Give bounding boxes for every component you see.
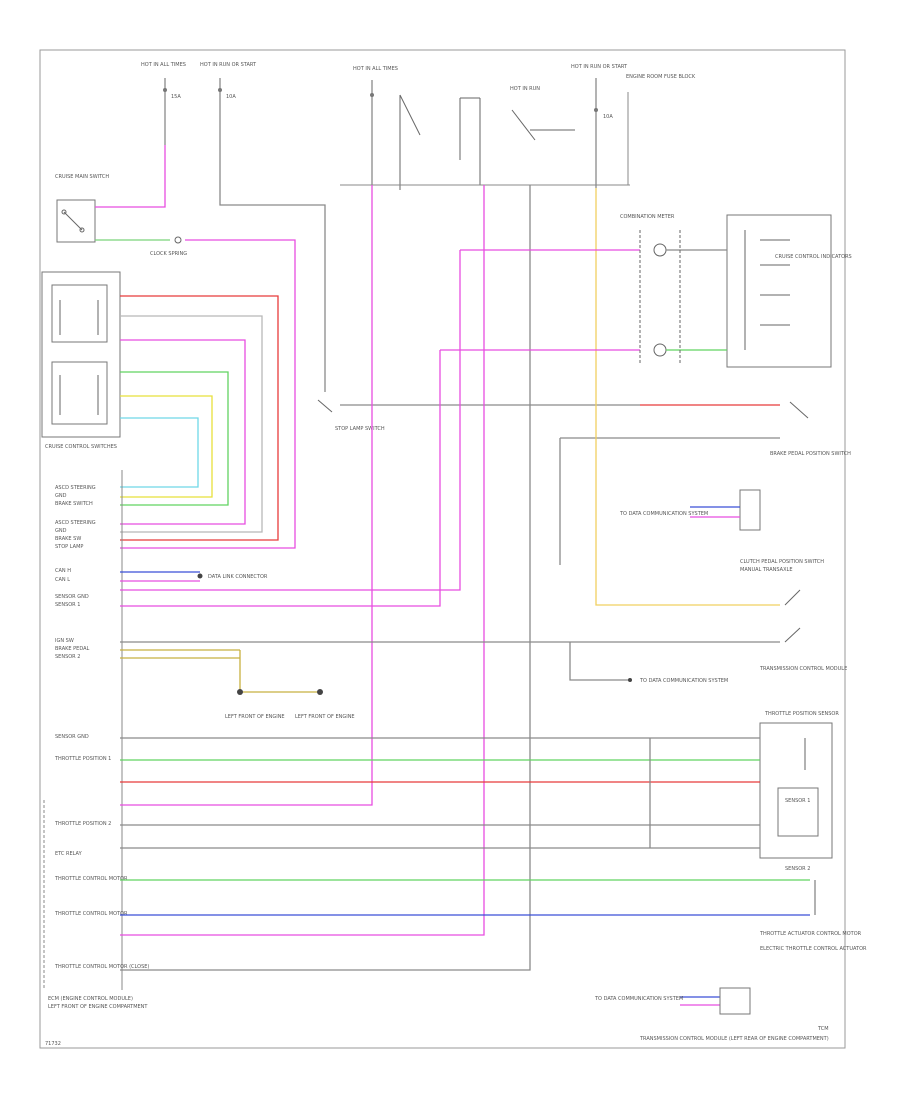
indicator-lamp-1-icon: [653, 243, 667, 257]
fuse-4-source: HOT IN RUN: [510, 86, 540, 92]
tcm-bottom-label: TCM: [817, 1026, 829, 1032]
sensor-1-label: SENSOR 1: [785, 798, 810, 804]
fuse-2-rating: 10A: [226, 94, 236, 100]
clutch-switch-sublabel: MANUAL TRANSAXLE: [740, 567, 792, 573]
ecm-pin-17: ETC RELAY: [55, 851, 83, 857]
steering-switches-label: CRUISE CONTROL SWITCHES: [45, 444, 117, 450]
ecm-pin-19: THROTTLE CONTROL MOTOR: [54, 911, 128, 917]
diagram-frame: [39, 49, 846, 1049]
ecm-pin-12: BRAKE PEDAL: [55, 646, 90, 652]
data-link-label: DATA LINK CONNECTOR: [208, 574, 268, 580]
ecm-pin-10: SENSOR 1: [55, 602, 80, 608]
ecm-pin-2: BRAKE SWITCH: [55, 501, 93, 507]
throttle-actuator-label: THROTTLE ACTUATOR CONTROL MOTOR: [759, 931, 862, 937]
cruise-indicators-label: CRUISE CONTROL INDICATORS: [775, 254, 852, 260]
cruise-main-switch: CRUISE MAIN SWITCH: [55, 174, 109, 243]
ecm-pin-5: BRAKE SW: [55, 536, 81, 542]
brake-pedal-switch-label: BRAKE PEDAL POSITION SWITCH: [770, 451, 851, 457]
ecm-pin-15: THROTTLE POSITION 1: [54, 756, 111, 762]
ecm-pin-9: SENSOR GND: [55, 594, 89, 600]
fuse-block-note: ENGINE ROOM FUSE BLOCK: [626, 74, 696, 80]
fuse-1-source: HOT IN ALL TIMES: [141, 62, 186, 68]
fuse-2-source: HOT IN RUN OR START: [200, 62, 257, 68]
clutch-switch-label: CLUTCH PEDAL POSITION SWITCH: [740, 559, 824, 565]
indicator-lamp-2-icon: [653, 343, 667, 357]
to-data-comm-label: TO DATA COMMUNICATION SYSTEM: [619, 511, 708, 517]
tcm-note-label: TRANSMISSION CONTROL MODULE: [759, 666, 847, 672]
ecm-pin-20: THROTTLE CONTROL MOTOR (CLOSE): [54, 964, 149, 970]
ground-a-label: LEFT FRONT OF ENGINE: [225, 714, 285, 720]
ecm-pin-13: SENSOR 2: [55, 654, 80, 660]
clock-spring-label: CLOCK SPRING: [150, 251, 187, 257]
throttle-sensor-label: THROTTLE POSITION SENSOR: [764, 711, 839, 717]
stop-lamp-switch-label: STOP LAMP SWITCH: [335, 426, 385, 432]
ecm-pin-0: ASCD STEERING: [55, 485, 96, 491]
tcm-bottom-sublabel: TRANSMISSION CONTROL MODULE (LEFT REAR O…: [639, 1036, 829, 1042]
ecm-pin-11: IGN SW: [55, 638, 74, 644]
to-data-comm-bottom-label: TO DATA COMMUNICATION SYSTEM: [594, 996, 683, 1002]
fuse-group: HOT IN ALL TIMES 15A HOT IN RUN OR START…: [141, 62, 696, 190]
fuse-1-rating: 15A: [171, 94, 181, 100]
ecm-pin-7: CAN H: [55, 568, 71, 574]
ecm-pin-labels: ASCD STEERING GND BRAKE SWITCH ASCD STEE…: [54, 485, 149, 970]
ecm-pin-1: GND: [55, 493, 67, 499]
sensor-2-label: SENSOR 2: [785, 866, 810, 872]
footer-code: 71732: [45, 1041, 61, 1047]
ecm-sublabel: LEFT FRONT OF ENGINE COMPARTMENT: [48, 1004, 148, 1010]
fuse-5-rating: 10A: [603, 114, 613, 120]
ecm-pin-8: CAN L: [55, 577, 70, 583]
ecm-pin-14: SENSOR GND: [55, 734, 89, 740]
fuse-5-source: HOT IN RUN OR START: [571, 64, 628, 70]
cruise-main-switch-label: CRUISE MAIN SWITCH: [55, 174, 109, 180]
ecm-pin-6: STOP LAMP: [55, 544, 83, 550]
throttle-actuator-sublabel: ELECTRIC THROTTLE CONTROL ACTUATOR: [760, 946, 867, 952]
ecm-pin-4: GND: [55, 528, 67, 534]
combination-meter-label: COMBINATION METER: [620, 214, 675, 220]
ecm-pin-16: THROTTLE POSITION 2: [54, 821, 111, 827]
data-link-ref-label: TO DATA COMMUNICATION SYSTEM: [639, 678, 728, 684]
cruise-indicator-module: [726, 214, 832, 368]
ecm-pin-3: ASCD STEERING: [55, 520, 96, 526]
ecm-label: ECM (ENGINE CONTROL MODULE): [48, 996, 133, 1002]
fuse-3-source: HOT IN ALL TIMES: [353, 66, 398, 72]
ecm-pin-18: THROTTLE CONTROL MOTOR: [54, 876, 128, 882]
ground-b-label: LEFT FRONT OF ENGINE: [295, 714, 355, 720]
